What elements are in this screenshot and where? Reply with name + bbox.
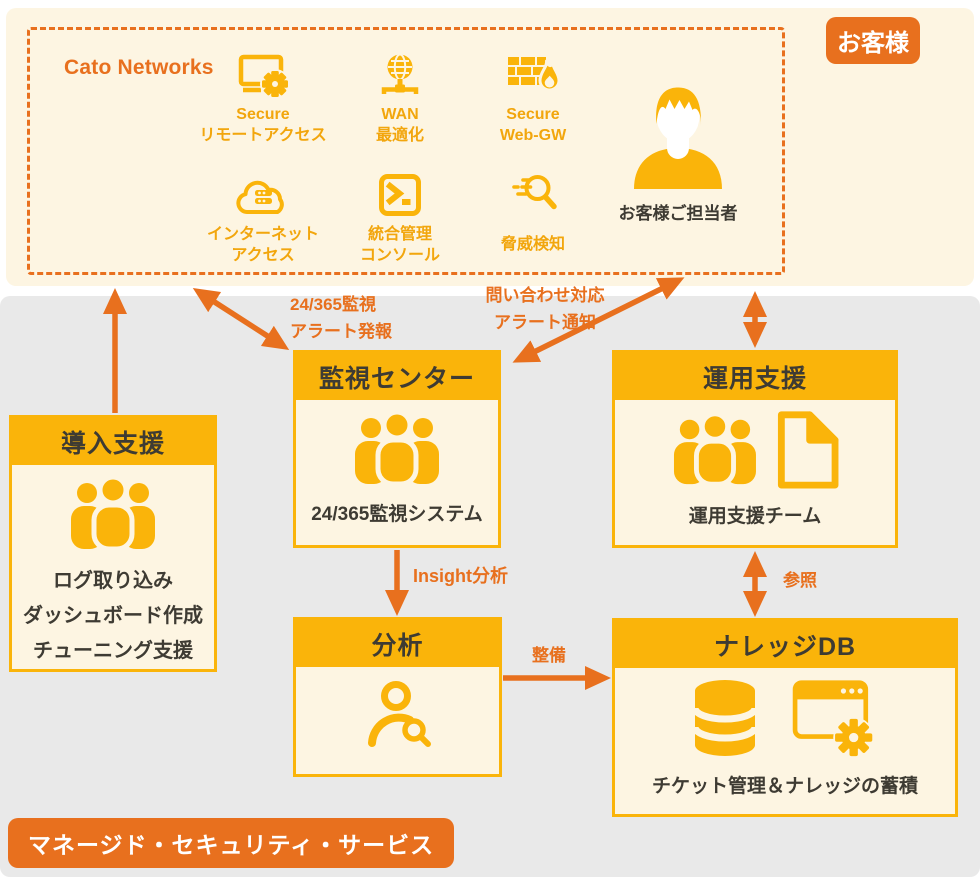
flow-label-insight: Insight分析: [413, 566, 508, 586]
person-avatar-icon: [623, 82, 733, 194]
service-label: Secure Web-GW: [499, 106, 567, 144]
service-item-wan-optimization: WAN 最適化: [324, 49, 476, 146]
box-monitoring-title: 監視センター: [296, 353, 498, 400]
flow-label-inquiry: 問い合わせ対応 アラート通知: [485, 286, 605, 332]
cato-networks-title: Cato Networks: [64, 56, 214, 79]
customer-zone: Cato Networks: [6, 8, 974, 286]
cloud-server-icon: [234, 169, 292, 219]
box-analysis: 分析: [293, 617, 502, 777]
service-item-secure-remote-access: Secure リモートアクセス: [187, 49, 339, 146]
box-monitoring-caption: 24/365監視システム: [311, 504, 483, 525]
flow-label-maintain: 整備: [532, 646, 566, 665]
person-search-icon: [365, 679, 431, 756]
service-item-secure-web-gw: Secure Web-GW: [457, 49, 609, 146]
box-operation-caption: 運用支援チーム: [688, 506, 822, 527]
service-item-management-console: 統合管理 コンソール: [324, 169, 476, 266]
flow-label-reference: 参照: [783, 571, 817, 590]
box-operation: 運用支援 運用支援チーム: [612, 350, 898, 548]
team-people-icon: [65, 474, 161, 554]
database-icon: [687, 678, 763, 763]
flow-label-monitor-alert: 24/365監視 アラート発報: [290, 295, 392, 341]
box-knowledge: ナレッジDB: [612, 618, 958, 817]
box-monitoring: 監視センター 24/365監視システム: [293, 350, 501, 548]
terminal-icon: [376, 169, 424, 219]
msp-badge: マネージド・セキュリティ・サービス: [8, 818, 455, 868]
cato-dashed-box: Cato Networks: [27, 27, 785, 275]
box-onboarding-title: 導入支援: [12, 418, 214, 465]
customer-badge: お客様: [826, 17, 920, 64]
service-label: WAN 最適化: [375, 106, 424, 144]
box-operation-title: 運用支援: [615, 353, 895, 400]
service-item-threat-detection: 脅威検知: [457, 169, 609, 255]
firewall-flame-icon: [506, 49, 560, 99]
box-analysis-title: 分析: [296, 620, 499, 667]
box-onboarding-lines: ログ取り込み ダッシュボード作成 チューニング支援: [23, 570, 203, 662]
threat-search-icon: [509, 169, 557, 219]
box-knowledge-caption: チケット管理＆ナレッジの蓄積: [651, 776, 918, 797]
browser-gear-icon: [789, 678, 883, 763]
globe-network-icon: [376, 49, 424, 99]
service-label: 脅威検知: [500, 236, 565, 253]
service-label: インターネット アクセス: [206, 226, 319, 264]
team-people-icon: [349, 409, 445, 489]
person-label: お客様ご担当者: [618, 204, 738, 223]
box-onboarding: 導入支援 ログ取り込み ダッシュボード作成 チューニング支援: [9, 415, 217, 672]
service-label: Secure リモートアクセス: [199, 106, 327, 144]
service-item-internet-access: インターネット アクセス: [187, 169, 339, 266]
service-label: 統合管理 コンソール: [359, 226, 440, 264]
box-knowledge-title: ナレッジDB: [615, 621, 955, 668]
customer-person: お客様ご担当者: [607, 82, 749, 224]
monitor-gear-icon: [236, 49, 290, 99]
team-document-icon: [666, 408, 844, 495]
